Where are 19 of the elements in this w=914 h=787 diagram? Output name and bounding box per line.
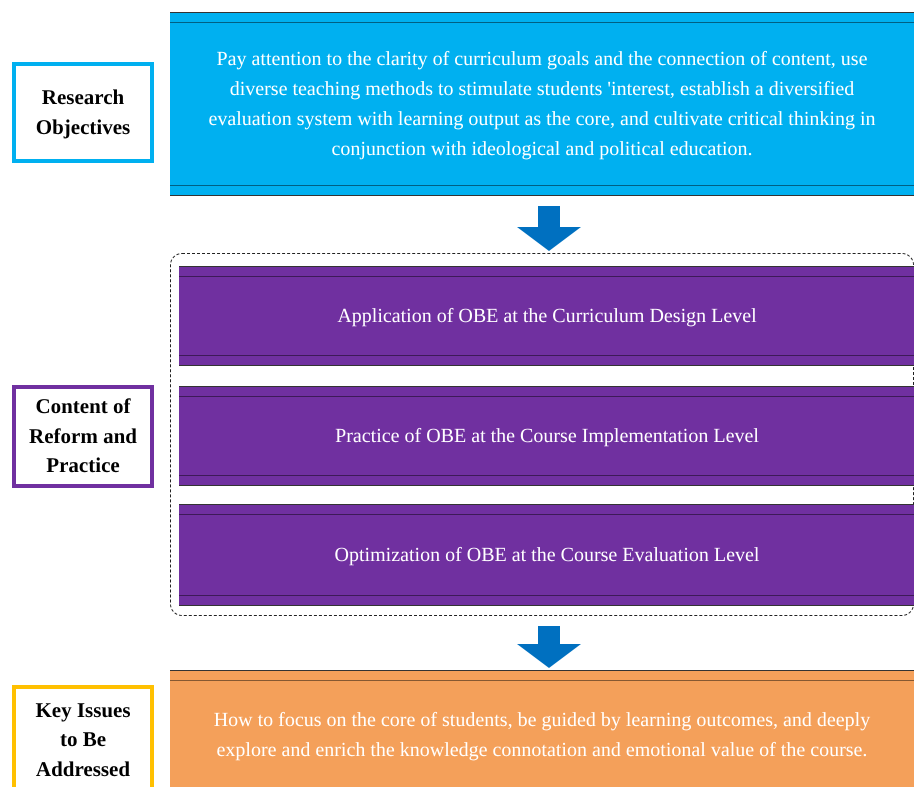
dashed-group-box	[170, 253, 914, 616]
content-box	[179, 266, 914, 366]
down-arrow	[517, 206, 581, 251]
box-text: Pay attention to the clarity of curriculum goals and the connection of content, use diverse teaching methods to stimulate students 'interest, establish a diversified evaluation system with learning output as the core, and cultivate critical thinking in conjunction with ideological and political education.	[207, 47, 877, 162]
box-text: Key Issues to Be Addressed	[34, 696, 132, 783]
box-text: How to focus on the core of students, be guided by learning outcomes, and deeply explore and enrich the knowledge connotation and emotional value of the course.	[212, 708, 872, 763]
box-text: Practice of OBE at the Course Implementation Level	[335, 424, 759, 449]
label-box	[12, 62, 154, 163]
label-box	[12, 385, 154, 488]
content-box	[179, 386, 914, 486]
down-arrow	[517, 626, 581, 668]
label-box	[12, 685, 154, 787]
content-box	[170, 12, 914, 196]
box-text: Optimization of OBE at the Course Evaluation Level	[334, 543, 760, 568]
content-box	[179, 504, 914, 606]
content-box	[170, 670, 914, 787]
box-text: Research Objectives	[34, 84, 132, 140]
box-text: Application of OBE at the Curriculum Design Level	[337, 304, 757, 329]
box-text: Content of Reform and Practice	[28, 393, 138, 480]
